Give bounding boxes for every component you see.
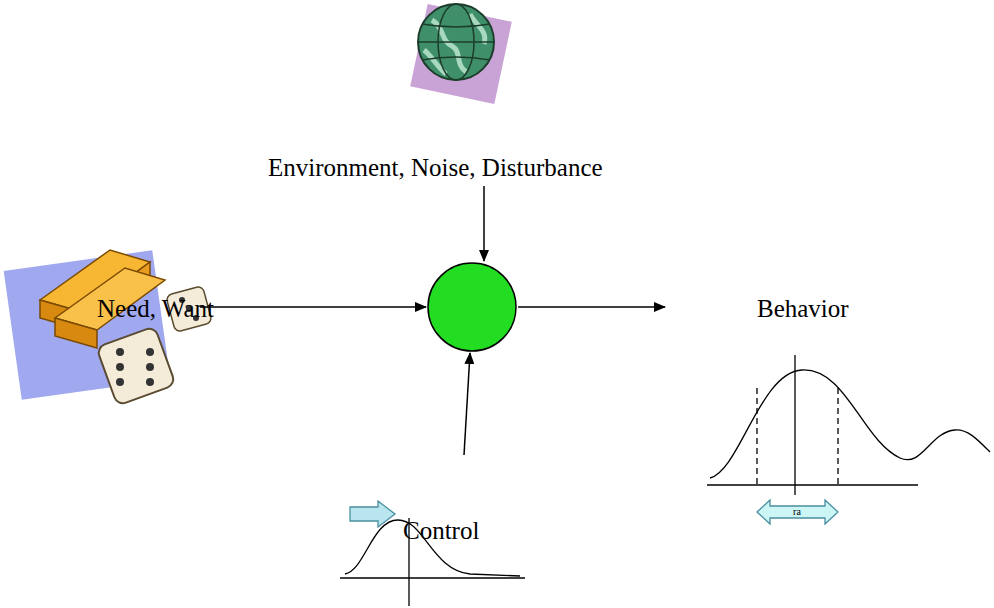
input-arrow — [200, 306, 426, 308]
control-label: Control — [403, 518, 479, 543]
environment-label: Environment, Noise, Disturbance — [268, 155, 603, 180]
input-arrow — [464, 353, 470, 455]
output-arrow — [518, 306, 665, 308]
behavior-distribution — [707, 355, 990, 524]
output-label: Behavior — [757, 296, 849, 321]
range-label: ra — [793, 507, 801, 517]
input-label: Need, Want — [97, 296, 214, 321]
process-circle — [428, 263, 516, 351]
control-distribution — [340, 501, 525, 606]
gold-dice-icon — [4, 250, 213, 406]
input-arrow — [483, 186, 485, 261]
globe-icon — [410, 4, 512, 104]
